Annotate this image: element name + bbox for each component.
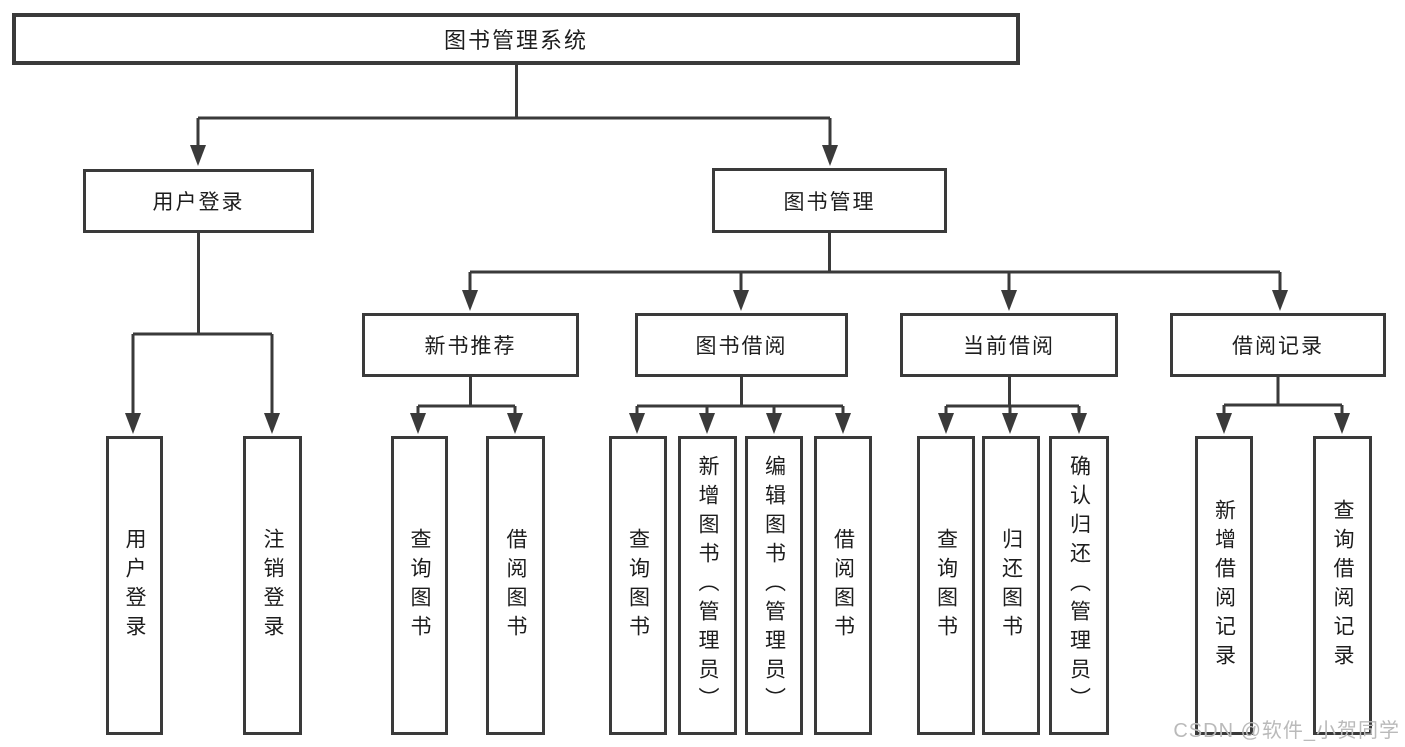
leaf-query-books-2: 查询图书 <box>609 436 667 735</box>
leaf-confirm-return-admin: 确认归还（管理员） <box>1049 436 1109 735</box>
leaf-return-books: 归还图书 <box>982 436 1040 735</box>
node-library-system: 图书管理系统 <box>12 13 1020 65</box>
leaf-edit-books-admin: 编辑图书（管理员） <box>745 436 803 735</box>
node-user-login: 用户登录 <box>83 169 314 233</box>
csdn-watermark: CSDN @软件_小贺同学 <box>1173 720 1400 742</box>
leaf-logout: 注销登录 <box>243 436 302 735</box>
leaf-query-books-1: 查询图书 <box>391 436 448 735</box>
leaf-add-borrow-record: 新增借阅记录 <box>1195 436 1253 735</box>
leaf-user-login: 用户登录 <box>106 436 163 735</box>
node-book-management: 图书管理 <box>712 168 947 233</box>
node-book-borrowing: 图书借阅 <box>635 313 848 377</box>
leaf-borrow-books-1: 借阅图书 <box>486 436 545 735</box>
node-borrowing-records: 借阅记录 <box>1170 313 1386 377</box>
leaf-borrow-books-2: 借阅图书 <box>814 436 872 735</box>
leaf-add-books-admin: 新增图书（管理员） <box>678 436 737 735</box>
node-new-book-recommend: 新书推荐 <box>362 313 579 377</box>
leaf-query-borrow-record: 查询借阅记录 <box>1313 436 1372 735</box>
node-current-borrowing: 当前借阅 <box>900 313 1118 377</box>
leaf-query-books-3: 查询图书 <box>917 436 975 735</box>
